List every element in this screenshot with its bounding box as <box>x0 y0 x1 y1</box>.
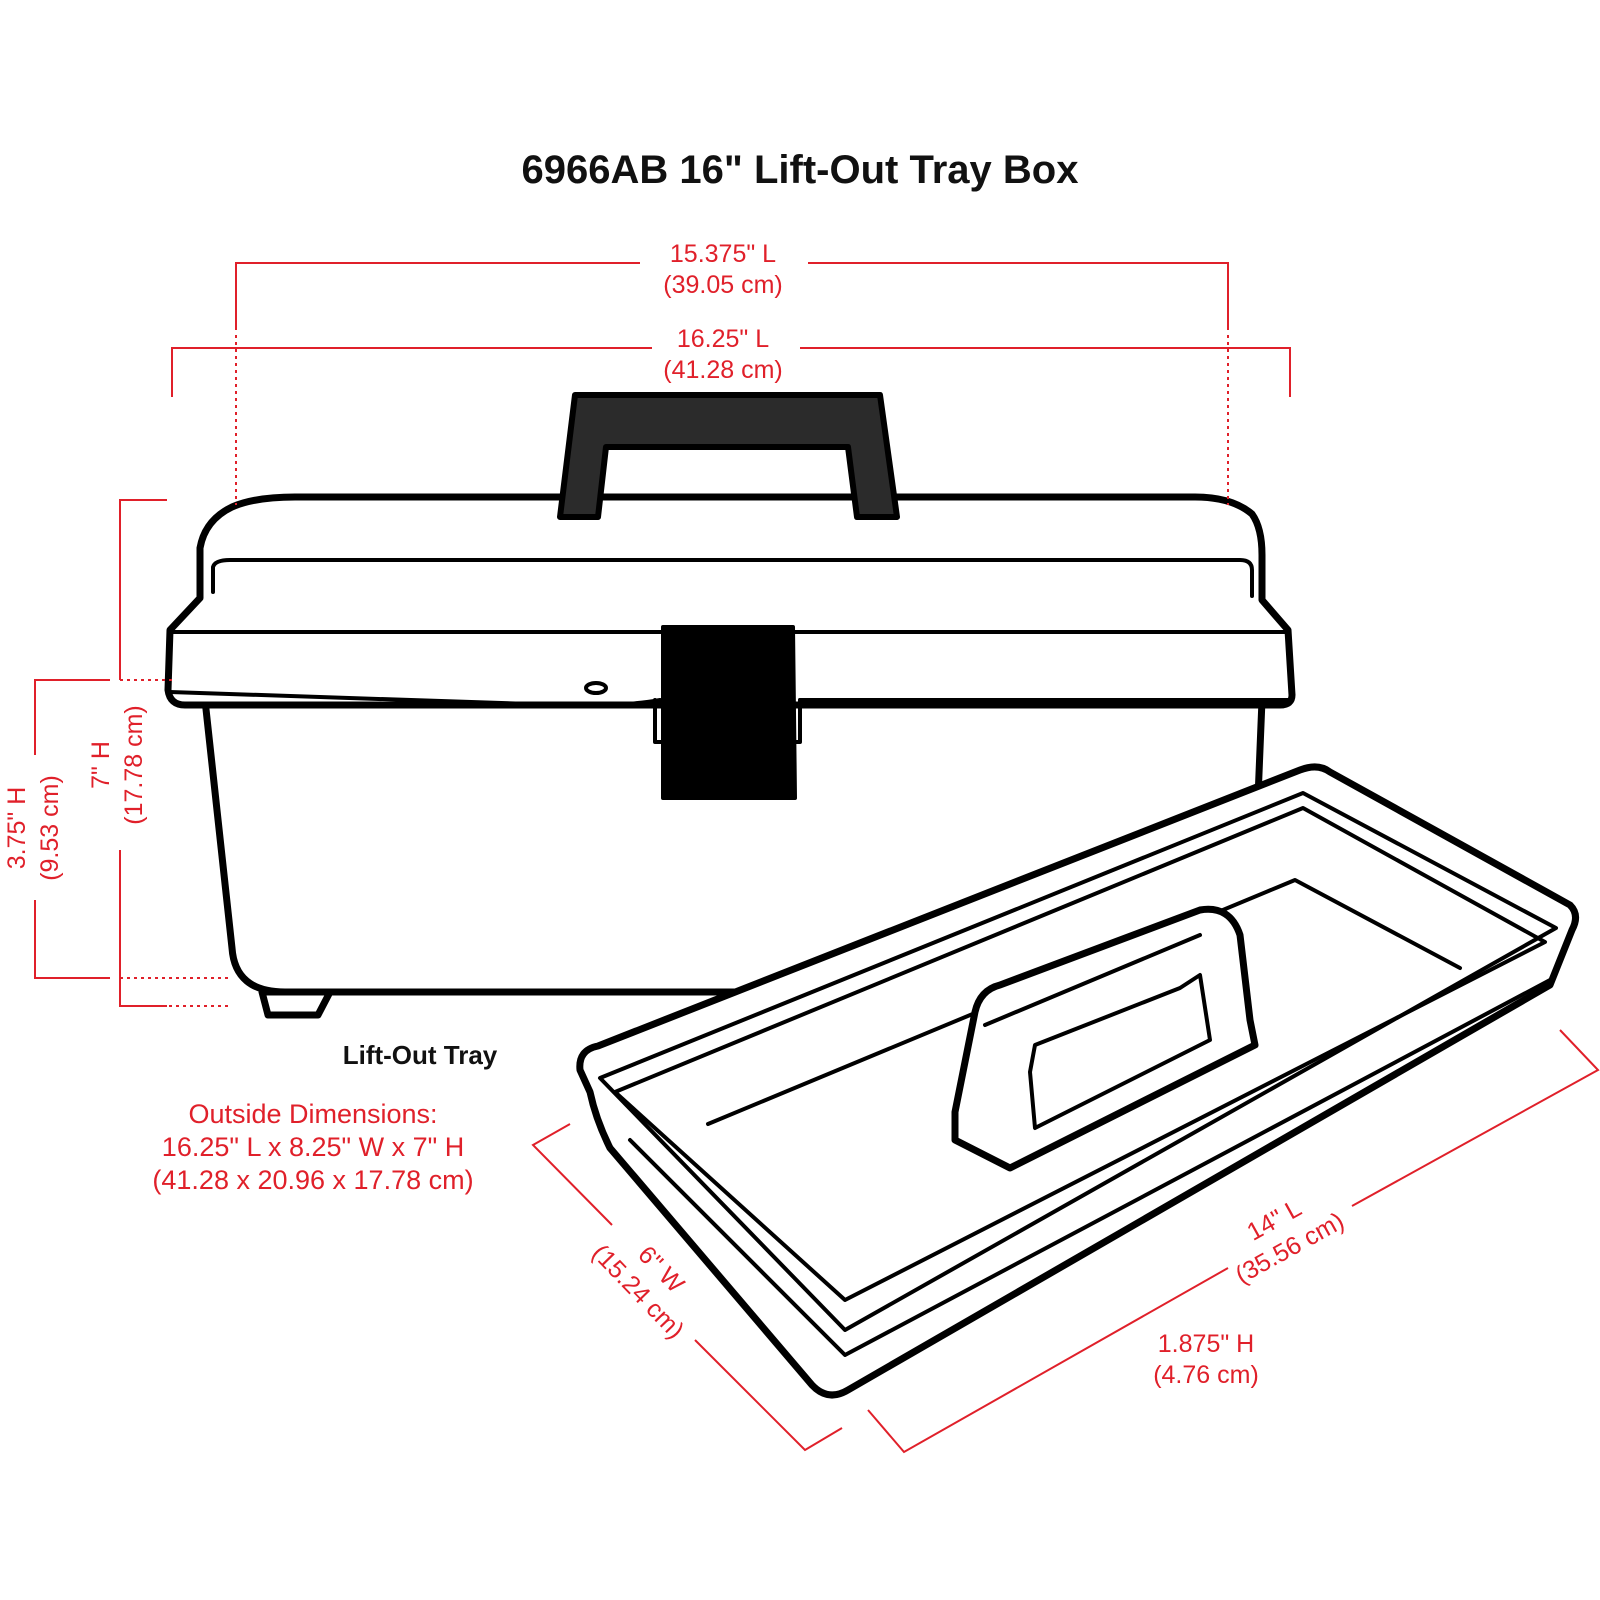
tray-width-line <box>531 1123 843 1452</box>
inner-length-line <box>235 262 1229 330</box>
inner-length-imperial: 15.375" L <box>670 240 776 268</box>
latch-hinge <box>653 698 802 744</box>
tray-handle-grip <box>983 933 1212 1130</box>
tray-height-imperial: 1.875" H <box>1158 1330 1254 1358</box>
outer-length-line <box>171 347 1291 397</box>
total-height-metric: (17.78 cm) <box>120 705 148 824</box>
outer-length-imperial: 16.25" L <box>677 325 769 353</box>
tray-label: Lift-Out Tray <box>343 1040 498 1070</box>
tray-length-line <box>867 1029 1600 1454</box>
toolbox-foot <box>258 988 334 1019</box>
outer-length-metric: (41.28 cm) <box>663 356 782 384</box>
total-height-guide <box>120 679 228 1007</box>
outside-dimensions-heading: Outside Dimensions: <box>188 1099 437 1129</box>
toolbox-latch-icon <box>661 625 797 800</box>
tray-floor <box>613 806 1547 1302</box>
tray-front-wall <box>628 978 1552 1357</box>
total-height-imperial: 7" H <box>87 741 115 789</box>
dimension-lines <box>34 262 1600 1454</box>
toolbox-handle <box>557 392 900 520</box>
tray-inner-rim <box>598 791 1558 1332</box>
body-seam-line <box>168 690 1292 708</box>
inner-length-guide <box>235 335 1229 505</box>
base-height-line <box>34 679 110 979</box>
lid-button <box>584 681 608 695</box>
inner-length-metric: (39.05 cm) <box>663 271 782 299</box>
tray-illustration <box>576 763 1579 1399</box>
tray-handle <box>951 905 1259 1172</box>
base-height-metric: (9.53 cm) <box>36 775 64 881</box>
tray-divider <box>706 878 1462 1126</box>
lid-top-line <box>211 558 1254 598</box>
base-height-imperial: 3.75" H <box>3 787 31 870</box>
toolbox-illustration <box>164 392 1296 1019</box>
outside-dimensions: Outside Dimensions: 16.25" L x 8.25" W x… <box>152 1099 473 1195</box>
outside-dimensions-metric: (41.28 x 20.96 x 17.78 cm) <box>152 1165 473 1195</box>
page-title: 6966AB 16" Lift-Out Tray Box <box>522 148 1079 192</box>
tray-height-metric: (4.76 cm) <box>1153 1361 1259 1389</box>
outside-dimensions-imperial: 16.25" L x 8.25" W x 7" H <box>162 1132 464 1162</box>
